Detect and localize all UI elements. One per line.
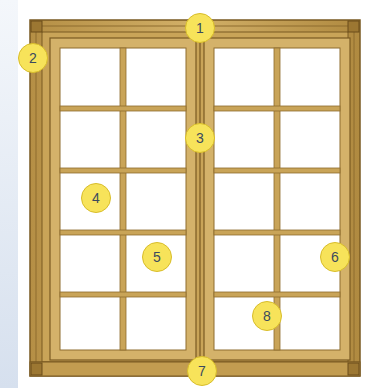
callout-number: 8	[252, 301, 282, 331]
muntin-bar	[120, 48, 126, 350]
callout-number: 1	[185, 13, 215, 43]
callout-number: 3	[185, 123, 215, 153]
muntin-bar	[60, 106, 186, 111]
muntin-bar	[214, 292, 340, 297]
callout-number: 4	[81, 183, 111, 213]
callout-number: 5	[142, 242, 172, 272]
muntin-bar	[60, 230, 186, 235]
muntin-bar	[214, 168, 340, 173]
callout-number: 2	[18, 43, 48, 73]
muntin-bar	[60, 292, 186, 297]
muntin-bar	[60, 168, 186, 173]
callout-number: 7	[187, 356, 217, 386]
muntin-bar	[214, 106, 340, 111]
muntin-bar	[214, 230, 340, 235]
callout-number: 6	[320, 242, 350, 272]
